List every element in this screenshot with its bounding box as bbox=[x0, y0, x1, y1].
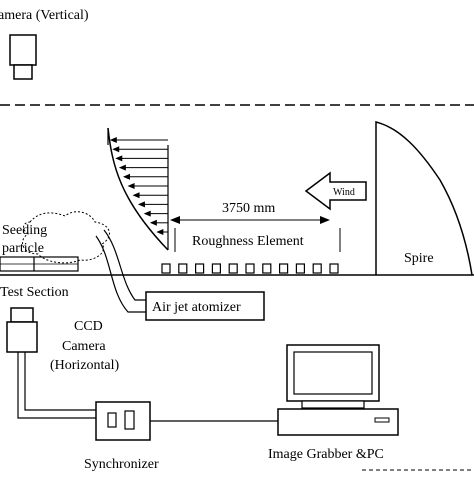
computer-base-icon bbox=[277, 408, 399, 436]
roughness-label: Roughness Element bbox=[192, 234, 304, 249]
roughness-block bbox=[295, 263, 305, 274]
velocity-arrow-head bbox=[149, 219, 157, 226]
camera-vertical-icon bbox=[9, 34, 37, 80]
test-section-outline bbox=[0, 256, 79, 272]
seeding-label-line2: particle bbox=[2, 241, 44, 256]
air-jet-label: Air jet atomizer bbox=[152, 300, 241, 315]
camera-cable-2 bbox=[24, 352, 96, 411]
velocity-arrow-head bbox=[137, 201, 145, 208]
air-jet-atomizer-box bbox=[145, 291, 265, 321]
seeding-label-line1: Seeding bbox=[2, 223, 47, 238]
ccd-label-line2: Camera bbox=[62, 339, 106, 354]
distance-label: 3750 mm bbox=[222, 201, 275, 216]
camera-cable-1 bbox=[17, 352, 96, 419]
camera-horizontal-icon bbox=[6, 307, 38, 353]
roughness-block bbox=[211, 263, 221, 274]
roughness-block bbox=[178, 263, 188, 274]
ccd-label-line3: (Horizontal) bbox=[50, 358, 120, 373]
spire-label: Spire bbox=[404, 251, 434, 266]
wind-arrow-icon bbox=[304, 171, 367, 211]
roughness-block bbox=[312, 263, 322, 274]
roughness-block bbox=[262, 263, 272, 274]
camera-vertical-label: amera (Vertical) bbox=[0, 8, 89, 23]
velocity-arrow-head bbox=[109, 137, 117, 143]
wind-label: Wind bbox=[333, 187, 355, 198]
roughness-block bbox=[161, 263, 171, 274]
velocity-arrow-head bbox=[118, 164, 126, 171]
velocity-arrow-head bbox=[122, 173, 130, 180]
velocity-arrow-head bbox=[132, 192, 140, 199]
roughness-block bbox=[279, 263, 289, 274]
image-grabber-label: Image Grabber &PC bbox=[268, 447, 384, 462]
velocity-arrows bbox=[109, 137, 168, 235]
synchronizer-box bbox=[95, 401, 151, 441]
atomizer-tube-2 bbox=[95, 235, 146, 313]
roughness-block bbox=[195, 263, 205, 274]
velocity-arrow-head bbox=[156, 229, 164, 235]
atomizer-tube-1 bbox=[103, 229, 146, 301]
velocity-arrow-head bbox=[112, 146, 120, 153]
roughness-block bbox=[228, 263, 238, 274]
velocity-arrow-head bbox=[143, 210, 151, 217]
synchronizer-label: Synchronizer bbox=[84, 457, 159, 472]
roughness-blocks bbox=[161, 263, 339, 274]
test-section-label: Test Section bbox=[0, 285, 69, 300]
spire-shape bbox=[375, 121, 473, 276]
roughness-block bbox=[245, 263, 255, 274]
roughness-bracket bbox=[174, 228, 341, 252]
velocity-arrow-head bbox=[127, 183, 135, 189]
roughness-block bbox=[329, 263, 339, 274]
seeding-cloud bbox=[22, 211, 110, 264]
velocity-profile-curve bbox=[107, 127, 169, 251]
velocity-arrow-head bbox=[115, 155, 123, 162]
computer-monitor-icon bbox=[286, 344, 380, 409]
ccd-label-line1: CCD bbox=[74, 319, 103, 334]
distance-dimension-line bbox=[170, 216, 330, 224]
synchronizer-switch bbox=[107, 412, 117, 428]
synchronizer-knob bbox=[124, 410, 135, 430]
